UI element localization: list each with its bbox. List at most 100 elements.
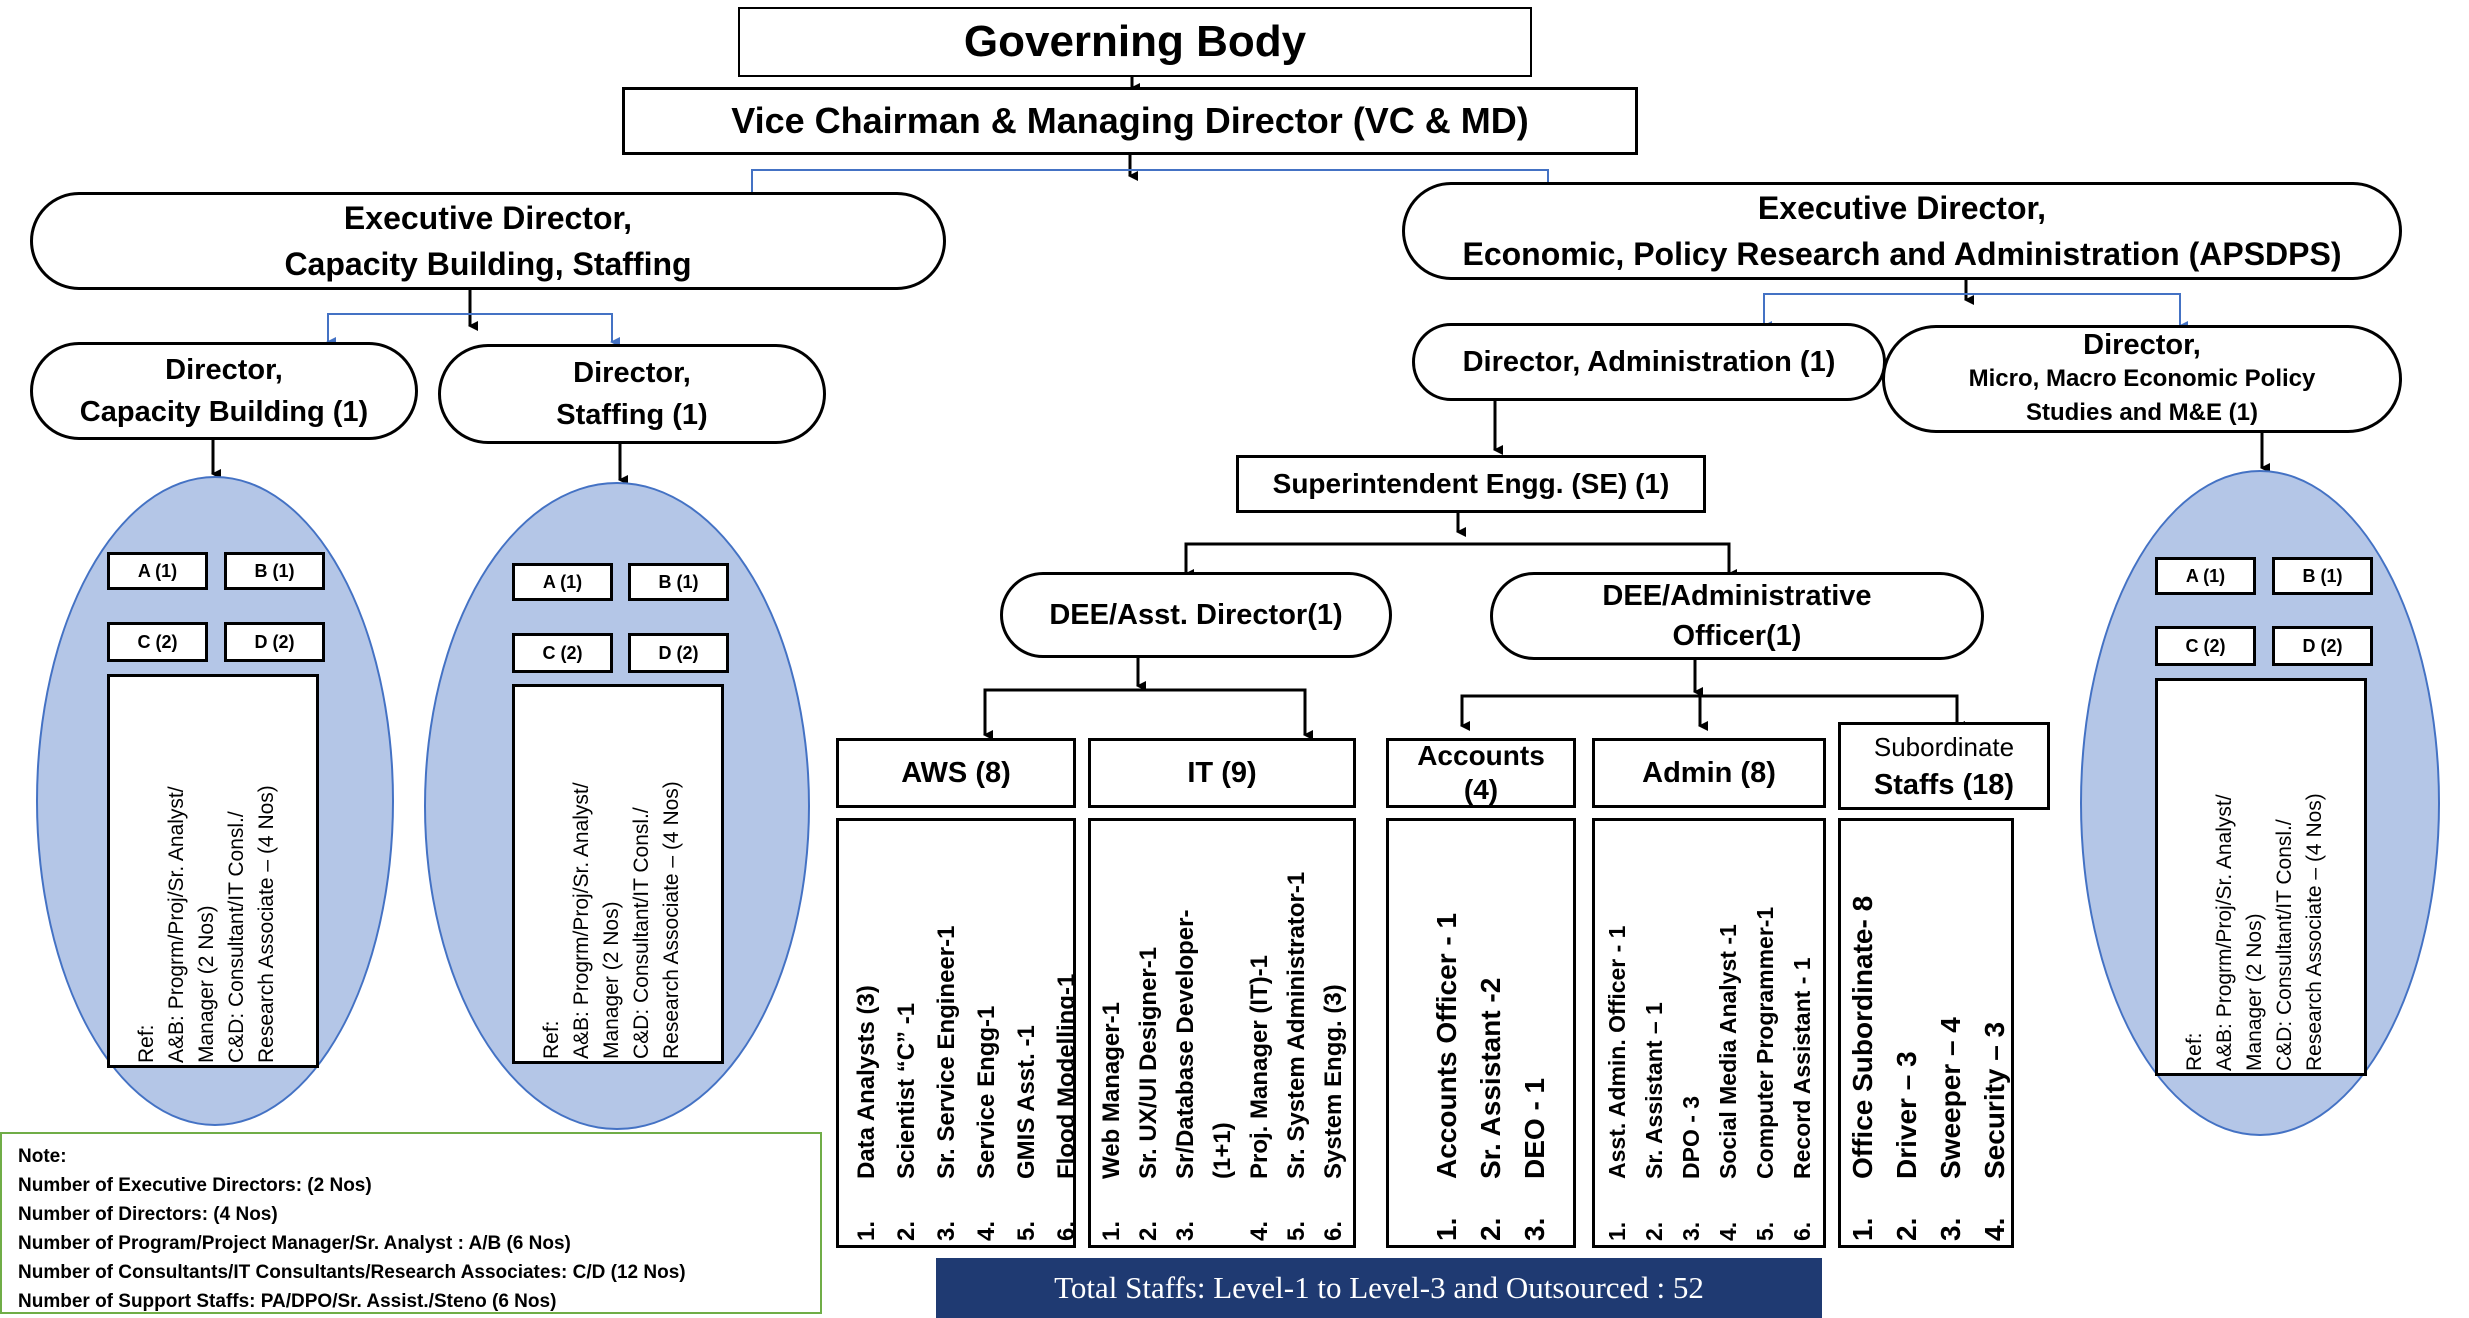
superintendent-label: Superintendent Engg. (SE) (1) [1272, 468, 1670, 499]
total-staffs-label: Total Staffs: Level-1 to Level-3 and Out… [1054, 1270, 1704, 1305]
list-item: 5.Sr. System Administrator-1 [1278, 831, 1315, 1241]
role-a-label: A (1) [542, 571, 583, 592]
list-item: 2.Sr. Assistant -2 [1469, 831, 1513, 1241]
role-c-box: C (2) [2155, 626, 2256, 666]
aws-list-box: 1.Data Analysts (3) 2.Scientist “C” -1 3… [836, 818, 1076, 1248]
role-c-label: C (2) [542, 642, 583, 663]
director-micro-line1: Director, [2083, 329, 2201, 361]
director-micro-line2: Micro, Macro Economic Policy [1968, 365, 2316, 392]
note-line-2: Number of Directors: (4 Nos) [18, 1204, 278, 1225]
list-item: 4.Service Engg-1 [967, 831, 1007, 1241]
unit-subordinate-title-line2: Staffs (18) [1873, 769, 2015, 801]
role-d-label: D (2) [2302, 635, 2343, 656]
admin-item-3: DPO - 3 [1678, 1095, 1704, 1179]
role-b-box: B (1) [2272, 557, 2373, 595]
it-item-6: System Engg. (3) [1320, 984, 1347, 1179]
role-a-label: A (1) [137, 560, 178, 581]
ref-line5: Research Associate – (4 Nos) [660, 781, 683, 1059]
list-item: 3.DPO - 3 [1673, 831, 1710, 1241]
admin-item-2: Sr. Assistant – 1 [1641, 1002, 1667, 1179]
role-b-box: B (1) [224, 552, 325, 590]
director-staffing-line2: Staffing (1) [556, 399, 708, 431]
director-admin-box: Director, Administration (1) [1412, 323, 1886, 401]
list-item: 1.Office Subordinate- 8 [1841, 831, 1885, 1241]
list-item: 5.GMIS Asst. -1 [1007, 831, 1047, 1241]
it-item-1: Web Manager-1 [1098, 1002, 1125, 1179]
note-heading: Note: [18, 1146, 67, 1167]
ref-line4: C&D: Consultant/IT Consl./ [630, 807, 653, 1059]
aws-item-1: Data Analysts (3) [853, 985, 880, 1179]
role-b-box: B (1) [628, 563, 729, 601]
it-item-3b: (1+1) [1209, 1122, 1236, 1179]
role-a-box: A (1) [107, 552, 208, 590]
admin-item-1: Asst. Admin. Officer - 1 [1604, 925, 1630, 1179]
admin-list-box: 1.Asst. Admin. Officer - 1 2.Sr. Assista… [1592, 818, 1826, 1248]
aws-item-5: GMIS Asst. -1 [1013, 1025, 1040, 1179]
list-item: 1.Accounts Officer - 1 [1425, 831, 1469, 1241]
ref-line1: Ref: [540, 1020, 563, 1059]
role-c-box: C (2) [512, 633, 613, 673]
director-capacity-line1: Director, [165, 354, 283, 386]
ed-capacity-line1: Executive Director, [343, 200, 633, 236]
list-item: 4.Proj. Manager (IT)-1 [1241, 831, 1278, 1241]
list-item: 6.Record Assistant - 1 [1784, 831, 1821, 1241]
list-item: 3.DEO - 1 [1513, 831, 1557, 1241]
note-line-5: Number of Support Staffs: PA/DPO/Sr. Ass… [18, 1291, 557, 1312]
ref-line4: C&D: Consultant/IT Consl./ [2273, 819, 2296, 1071]
role-a-label: A (1) [2185, 565, 2226, 586]
director-staffing-line1: Director, [573, 357, 691, 389]
subordinate-item-4: Security – 3 [1979, 1021, 2010, 1179]
list-item: 6.System Engg. (3) [1315, 831, 1352, 1241]
total-staffs-banner: Total Staffs: Level-1 to Level-3 and Out… [936, 1258, 1822, 1318]
role-c-box: C (2) [107, 622, 208, 662]
dee-asst-director-box: DEE/Asst. Director(1) [1000, 572, 1392, 658]
ref-line3: Manager (2 Nos) [195, 905, 218, 1063]
list-item: 5.Computer Programmer-1 [1747, 831, 1784, 1241]
unit-it-title: IT (9) [1187, 756, 1257, 789]
director-staffing-box: Director, Staffing (1) [438, 344, 826, 444]
role-b-label: B (1) [2302, 565, 2343, 586]
admin-list: 1.Asst. Admin. Officer - 1 2.Sr. Assista… [1599, 831, 1823, 1241]
accounts-item-1: Accounts Officer - 1 [1431, 912, 1462, 1179]
subordinate-list-box: 1.Office Subordinate- 8 2.Driver – 3 3.S… [1838, 818, 2014, 1248]
ref-line2: A&B: Progrm/Proj/Sr. Analyst/ [165, 786, 188, 1063]
unit-subordinate-title-line1: Subordinate [1873, 732, 2015, 762]
role-d-label: D (2) [254, 631, 295, 652]
list-item: (1+1) [1204, 831, 1241, 1241]
aws-list: 1.Data Analysts (3) 2.Scientist “C” -1 3… [847, 831, 1076, 1241]
accounts-item-3: DEO - 1 [1519, 1077, 1550, 1179]
list-item: 3.Sr/Database Developer- [1167, 831, 1204, 1241]
role-b-label: B (1) [658, 571, 699, 592]
list-item: 6.Flood Modelling-1 [1047, 831, 1076, 1241]
aws-item-3: Sr. Service Engineer-1 [933, 925, 960, 1179]
role-d-label: D (2) [658, 642, 699, 663]
ed-economic-line2: Economic, Policy Research and Administra… [1462, 236, 2342, 272]
it-item-5: Sr. System Administrator-1 [1283, 871, 1310, 1179]
aws-item-6: Flood Modelling-1 [1053, 973, 1076, 1179]
admin-item-5: Computer Programmer-1 [1752, 906, 1778, 1179]
aws-item-4: Service Engg-1 [973, 1005, 1000, 1179]
accounts-item-2: Sr. Assistant -2 [1475, 977, 1506, 1179]
subordinate-list: 1.Office Subordinate- 8 2.Driver – 3 3.S… [1841, 831, 2011, 1241]
list-item: 4.Social Media Analyst -1 [1710, 831, 1747, 1241]
dee-asst-director-label: DEE/Asst. Director(1) [1049, 598, 1343, 631]
it-item-2: Sr. UX/UI Designer-1 [1135, 946, 1162, 1179]
it-list: 1.Web Manager-1 2.Sr. UX/UI Designer-1 3… [1093, 831, 1353, 1241]
director-admin-label: Director, Administration (1) [1462, 345, 1836, 378]
ref-box: Ref: A&B: Progrm/Proj/Sr. Analyst/ Manag… [107, 674, 319, 1068]
list-item: 4.Security – 3 [1973, 831, 2011, 1241]
ref-line1: Ref: [2183, 1032, 2206, 1071]
ed-capacity-box: Executive Director, Capacity Building, S… [30, 192, 946, 290]
admin-item-6: Record Assistant - 1 [1789, 957, 1815, 1179]
ref-line4: C&D: Consultant/IT Consl./ [225, 811, 248, 1063]
unit-accounts-header: Accounts (4) [1386, 738, 1576, 808]
unit-it-header: IT (9) [1088, 738, 1356, 808]
superintendent-box: Superintendent Engg. (SE) (1) [1236, 455, 1706, 513]
governing-body-label: Governing Body [963, 17, 1307, 66]
list-item: 3.Sr. Service Engineer-1 [927, 831, 967, 1241]
role-a-box: A (1) [512, 563, 613, 601]
aws-item-2: Scientist “C” -1 [893, 1002, 920, 1179]
role-d-box: D (2) [628, 633, 729, 673]
role-d-box: D (2) [224, 622, 325, 662]
ref-box: Ref: A&B: Progrm/Proj/Sr. Analyst/ Manag… [2155, 678, 2367, 1076]
